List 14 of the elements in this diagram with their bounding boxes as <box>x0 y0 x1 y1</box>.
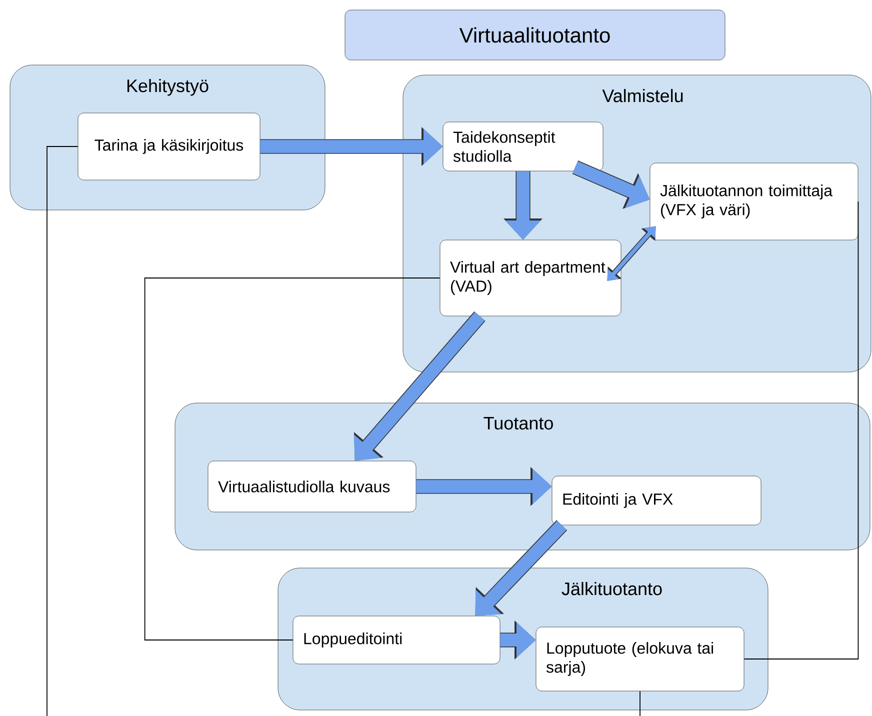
process-box: Taidekonseptit studiolla <box>442 122 604 172</box>
process-box: Virtuaalistudiolla kuvaus <box>208 460 416 512</box>
process-box: Virtual art department (VAD) <box>440 240 622 316</box>
process-box: Lopputuote (elokuva tai sarja) <box>536 626 744 692</box>
connector-line <box>46 146 78 716</box>
block-arrow <box>607 226 656 281</box>
process-box: Tarina ja käsikirjoitus <box>78 112 260 180</box>
connector-line <box>744 201 859 660</box>
connector-line <box>144 278 440 640</box>
title-box: Virtuaalituotanto <box>344 10 726 60</box>
process-box: Jälkituotannon toimittaja (VFX ja väri) <box>650 162 858 240</box>
block-arrow <box>475 520 568 616</box>
process-box: Editointi ja VFX <box>552 476 762 526</box>
process-box: Loppueditointi <box>292 616 500 664</box>
